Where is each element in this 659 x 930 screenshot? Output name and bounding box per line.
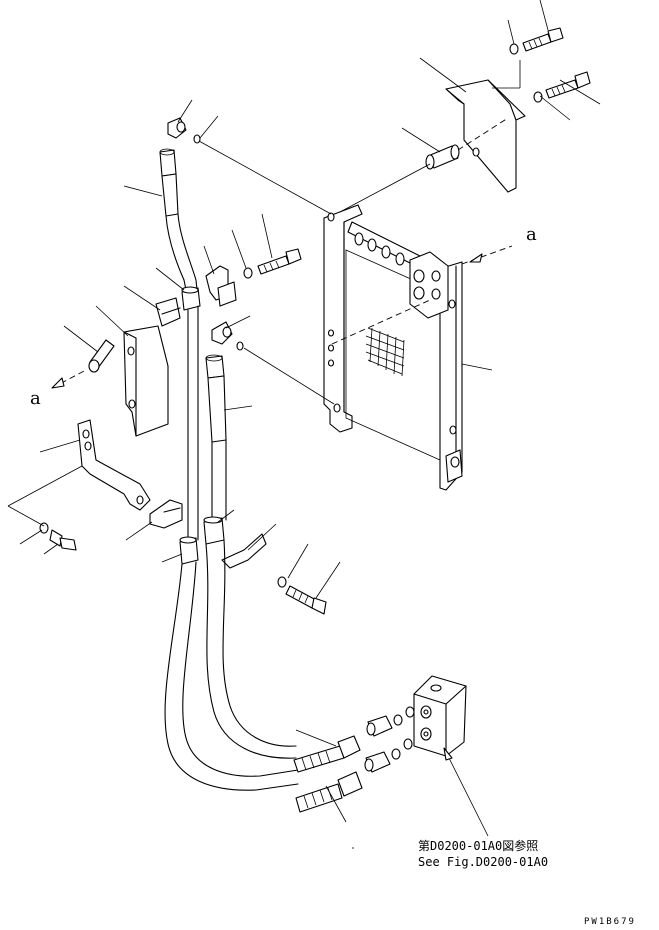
view-arrow-lower: a <box>30 369 87 409</box>
upper-grommet <box>181 286 201 311</box>
left-side-bracket <box>123 325 169 437</box>
pin <box>88 339 115 373</box>
spacer-collar <box>425 144 460 170</box>
upper-clamp <box>205 265 237 307</box>
lower-left-clip <box>149 499 183 529</box>
core-mesh <box>365 327 405 377</box>
lower-right-clip <box>221 533 267 569</box>
small-clip <box>155 297 181 327</box>
assembly-lines <box>198 60 521 405</box>
adapter-upper <box>366 706 415 737</box>
lower-right-bolt <box>277 576 327 615</box>
adapter-lower <box>364 738 413 773</box>
hose-end-lower <box>295 771 363 813</box>
upper-bolt-group <box>509 27 591 103</box>
view-marker-upper: a <box>526 224 537 245</box>
view-arrow-upper: a <box>461 224 537 265</box>
lower-grommet-right <box>203 516 225 545</box>
middle-elbow-fitting <box>211 321 244 351</box>
reference-jp: 第D0200-01A0図参照 <box>418 838 538 853</box>
middle-hose <box>205 354 227 443</box>
lower-support-bracket <box>77 419 151 511</box>
upper-hose <box>159 148 199 301</box>
view-marker-lower: a <box>30 388 41 409</box>
long-hose-assembly <box>164 539 299 791</box>
upper-elbow-fitting <box>167 117 201 144</box>
clamp-bolt <box>243 248 302 279</box>
lower-grommet-left <box>179 536 199 565</box>
leader-lines <box>7 0 601 849</box>
hose-end-upper <box>293 735 361 773</box>
drawing-code: PW1B679 <box>584 917 636 927</box>
cooler-core <box>323 204 463 491</box>
upper-mounting-bracket <box>445 79 526 193</box>
manifold-block <box>413 675 467 757</box>
lower-left-bolt <box>39 522 77 551</box>
reference-en: See Fig.D0200-01A0 <box>418 855 548 869</box>
